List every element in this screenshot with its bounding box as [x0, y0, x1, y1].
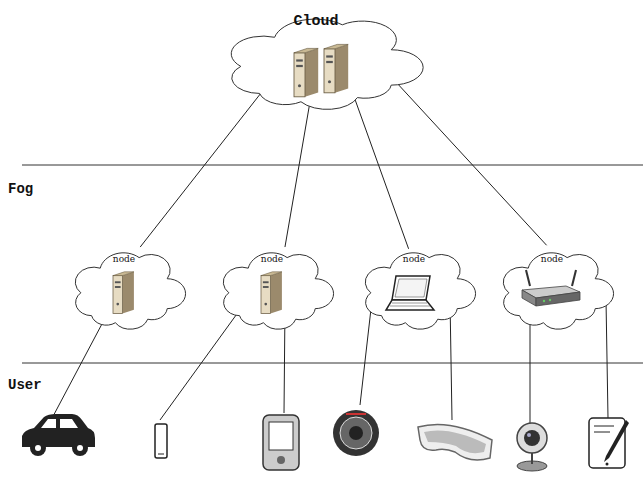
node-label: node [70, 254, 178, 264]
pda-icon [263, 415, 299, 470]
connector-line [354, 96, 409, 249]
cloud-node: Cloud [222, 4, 410, 108]
node-label: node [218, 254, 326, 264]
device-icon [498, 240, 606, 328]
vr-goggles-icon [418, 424, 492, 460]
node-label: node [360, 254, 468, 264]
device-icon [70, 240, 178, 328]
fog-node: node [498, 240, 606, 328]
layer-label: User [8, 377, 42, 393]
device-icon [360, 240, 468, 328]
car-icon [22, 414, 95, 456]
layer-divider [22, 363, 643, 364]
fog-node: node [360, 240, 468, 328]
device-icon [218, 240, 326, 328]
phone-icon [155, 424, 167, 458]
node-label: node [498, 254, 606, 264]
connector-line [140, 92, 261, 247]
fog-node: node [218, 240, 326, 328]
cloud-label: Cloud [222, 13, 410, 30]
tablet-icon [589, 418, 629, 468]
webcam-icon [517, 423, 547, 471]
fog-node: node [70, 240, 178, 328]
connector-line [285, 100, 310, 247]
lens-icon [333, 410, 379, 456]
layer-label: Fog [8, 181, 33, 197]
cloud-outline [498, 240, 606, 328]
layer-divider [22, 165, 643, 166]
connector-line [393, 79, 547, 245]
